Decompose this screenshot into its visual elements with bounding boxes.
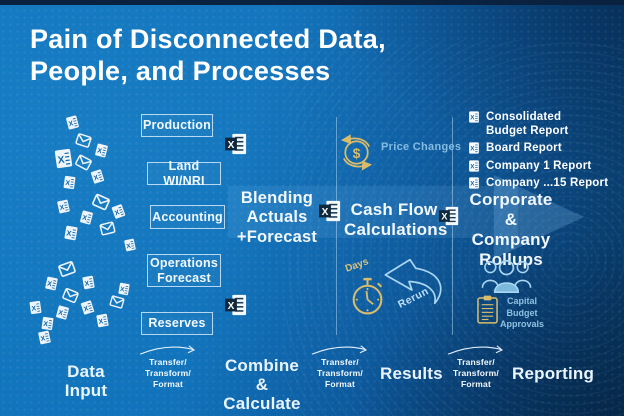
people-group-icon: [481, 259, 532, 294]
report-label: Board Report: [486, 142, 562, 155]
report-label: Company ...15 Report: [486, 177, 609, 190]
envelope-icon: [99, 220, 117, 236]
report-item: Company 1 Report: [468, 159, 618, 174]
envelope-icon: [109, 294, 126, 309]
excel-file-icon: [468, 111, 480, 123]
excel-file-icon: [79, 299, 95, 315]
envelope-icon: [91, 192, 111, 211]
flow-step-combine-calculate: Combine & Calculate: [223, 356, 301, 414]
stage-cash-flow-calculations: Cash Flow Calculations: [344, 200, 448, 240]
days-label: Days: [343, 256, 371, 275]
flow-connector-label: Transfer/ Transform/ Format: [317, 357, 363, 390]
top-accent-strip: [0, 0, 624, 5]
source-label-land-wi-nri: Land WI/NRI: [147, 159, 221, 188]
envelope-icon: [61, 287, 80, 305]
stage-corporate-company-rollups: Corporate & Company Rollups: [469, 190, 553, 270]
excel-file-icon: [40, 316, 55, 331]
flow-connector-label: Transfer/ Transform/ Format: [145, 357, 191, 390]
process-arrow-band: [228, 186, 518, 238]
excel-file-icon: [56, 199, 71, 214]
report-item: Board Report: [468, 142, 618, 156]
excel-file-icon: [37, 330, 52, 345]
flow-step-results: Results: [380, 364, 443, 383]
excel-file-icon: [44, 276, 59, 291]
excel-file-icon: [94, 143, 110, 159]
excel-file-icon: [63, 225, 79, 241]
excel-file-icon: [224, 133, 248, 155]
stage-divider-left: [336, 117, 337, 335]
excel-file-icon: [28, 300, 43, 315]
excel-file-icon: [110, 203, 127, 220]
report-list: Consolidated Budget Report Board Report …: [468, 111, 618, 195]
excel-file-icon: [81, 275, 96, 290]
source-label-operations-forecast: Operations Forecast: [147, 254, 221, 287]
excel-file-icon: [65, 115, 81, 131]
clipboard-icon: [477, 295, 498, 324]
report-item: Consolidated Budget Report: [468, 111, 618, 138]
price-exchange-icon: [336, 131, 377, 172]
flow-step-reporting: Reporting: [512, 364, 595, 383]
flow-connector-label: Transfer/ Transform/ Format: [453, 357, 499, 390]
curved-arrow-icon: [309, 343, 371, 356]
price-changes-label: Price Changes: [381, 141, 462, 153]
excel-file-icon: [117, 282, 131, 296]
source-label-accounting: Accounting: [150, 205, 225, 229]
excel-file-icon: [79, 210, 95, 226]
source-label-reserves: Reserves: [141, 312, 213, 335]
excel-file-icon: [123, 238, 137, 252]
excel-file-icon: [53, 148, 74, 169]
capital-budget-approvals-label: Capital Budget Approvals: [499, 296, 544, 330]
envelope-icon: [57, 260, 77, 279]
excel-file-icon: [89, 168, 105, 184]
curved-arrow-icon: [137, 343, 199, 356]
envelope-icon: [74, 132, 92, 149]
excel-file-icon: [468, 160, 480, 172]
excel-file-icon: [62, 175, 77, 190]
excel-file-icon: [468, 177, 480, 189]
excel-file-icon: [224, 294, 248, 316]
page-title: Pain of Disconnected Data, People, and P…: [30, 24, 386, 86]
report-label: Company 1 Report: [486, 159, 592, 172]
report-label: Consolidated Budget Report: [486, 111, 569, 137]
excel-file-icon: [95, 313, 110, 328]
excel-file-icon: [468, 142, 480, 154]
source-label-production: Production: [141, 114, 213, 137]
envelope-icon: [74, 153, 93, 172]
report-item: Company ...15 Report: [468, 177, 618, 191]
stage-divider-right: [452, 117, 453, 335]
excel-file-icon: [55, 305, 71, 321]
curved-arrow-icon: [445, 343, 507, 356]
stage-blending-actuals-forecast: Blending Actuals +Forecast: [236, 189, 318, 246]
flow-step-data-input: Data Input: [64, 362, 108, 401]
